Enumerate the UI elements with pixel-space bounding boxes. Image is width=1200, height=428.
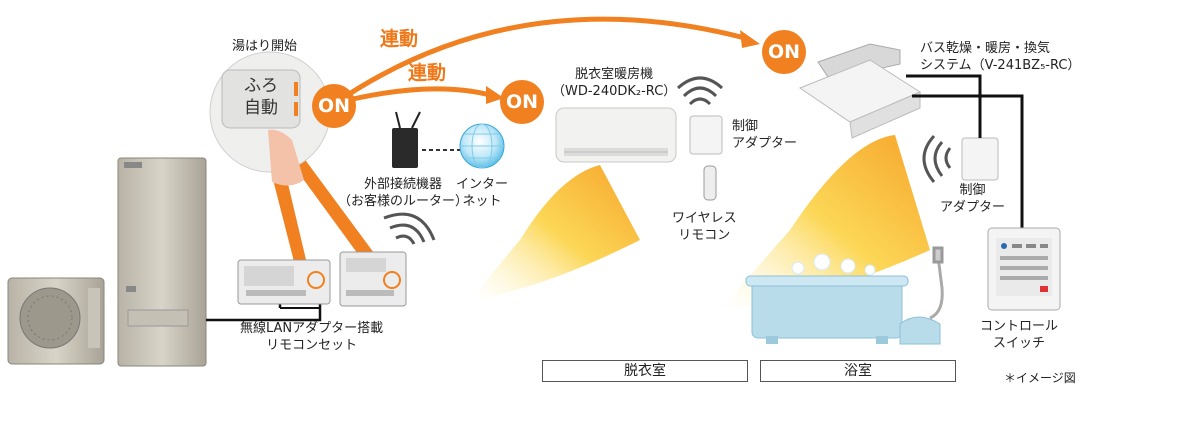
fuzo-button-line1: ふろ bbox=[244, 76, 278, 96]
wifi-waves-heater bbox=[676, 76, 724, 106]
internet-label: インター ネット bbox=[456, 177, 509, 209]
warm-air-dressing bbox=[470, 165, 640, 300]
wifi-waves-bath bbox=[922, 134, 952, 183]
control-switch-panel bbox=[987, 227, 1061, 311]
remote-controller-1 bbox=[237, 259, 331, 305]
wire-tank-remote bbox=[206, 300, 322, 322]
internet-globe bbox=[459, 123, 505, 169]
router-label: 外部接続機器 （お客様のルーター） bbox=[338, 177, 469, 209]
image-note: ＊イメージ図 bbox=[1004, 371, 1076, 385]
rendo-label-2: 連動 bbox=[408, 62, 447, 84]
bath-start-label: 湯はり開始 bbox=[232, 39, 298, 54]
control-switch-label: コントロール スイッチ bbox=[980, 319, 1059, 351]
orange-wedge-right bbox=[282, 142, 388, 276]
room-bath: 浴室 bbox=[760, 360, 956, 382]
bath-dryer-unit bbox=[798, 43, 922, 139]
arc-to-bath-head bbox=[740, 30, 760, 48]
adapter-box-2 bbox=[961, 137, 999, 181]
adapter-1-label: 制御 アダプター bbox=[732, 119, 798, 151]
remote-set-label: 無線LANアダプター搭載 リモコンセット bbox=[240, 321, 384, 353]
zoom-bubble bbox=[209, 51, 331, 186]
on-badge-heater: ON bbox=[500, 80, 544, 124]
wireless-remote-label: ワイヤレス リモコン bbox=[672, 211, 737, 243]
wire-bath-switch bbox=[912, 94, 1024, 228]
bath-stool bbox=[899, 316, 941, 345]
water-tank bbox=[117, 157, 207, 367]
wire-bath-adapter bbox=[906, 74, 982, 138]
bath-system-label: バス乾燥・暖房・換気 システム（V-241BZ₅-RC） bbox=[920, 41, 1081, 73]
wifi-waves-remote bbox=[383, 212, 436, 245]
adapter-2-label: 制御 アダプター bbox=[940, 183, 1006, 215]
arc-to-heater bbox=[339, 86, 491, 105]
fuzo-button-line2: 自動 bbox=[244, 98, 278, 118]
router-device bbox=[392, 111, 421, 168]
shower bbox=[929, 246, 944, 320]
adapter-box-1 bbox=[689, 115, 723, 155]
remote-controller-2 bbox=[339, 251, 407, 307]
rendo-label-1: 連動 bbox=[380, 28, 419, 50]
on-badge-bath: ON bbox=[762, 30, 806, 74]
bathtub bbox=[745, 253, 909, 344]
on-badge-remote: ON bbox=[312, 84, 356, 128]
heater-unit bbox=[555, 107, 677, 163]
arc-to-heater-head bbox=[486, 86, 504, 104]
arc-to-bath bbox=[338, 16, 746, 103]
heater-label: 脱衣室暖房機 （WD-240DK₂-RC） bbox=[552, 67, 677, 99]
room-dressing: 脱衣室 bbox=[542, 360, 748, 382]
wireless-remote bbox=[703, 165, 717, 201]
outdoor-unit bbox=[7, 277, 105, 365]
warm-air-bath bbox=[720, 135, 930, 310]
